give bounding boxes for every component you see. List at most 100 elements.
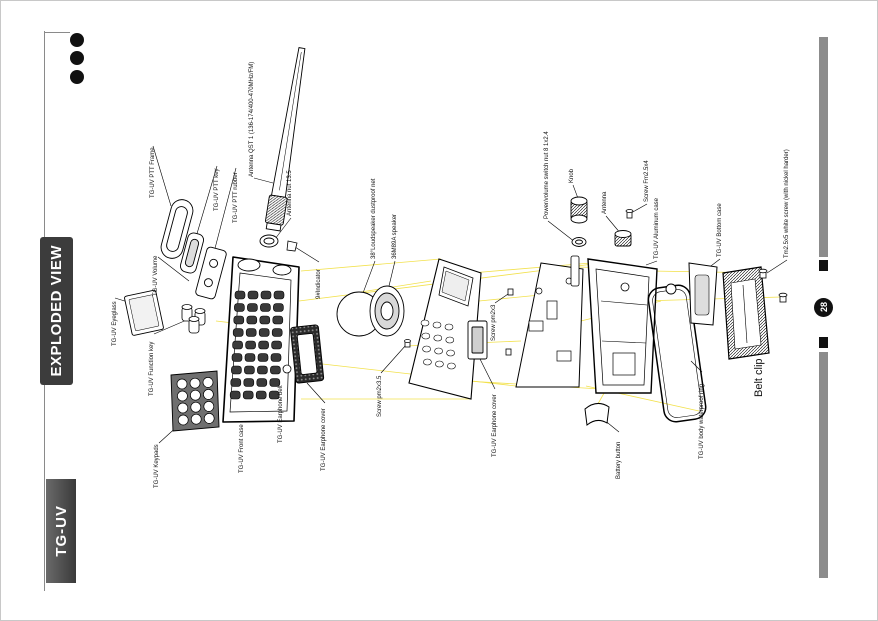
label-function-key: TG-UV Function key [149, 341, 155, 396]
keypad-button [203, 389, 214, 400]
aluminum-case [587, 258, 658, 394]
ptt-frame [160, 199, 194, 259]
keypad-buttons [176, 377, 215, 426]
label-dustproof-net: 38°Loudspeaker dustproof net [371, 178, 377, 259]
header-dot-icon [70, 70, 84, 84]
front-case [222, 256, 300, 423]
battery-button [584, 403, 610, 426]
function-keys [181, 304, 206, 334]
board-button [434, 347, 443, 355]
label-screw-pm2x3-5: Screw pm2x3.5 [377, 375, 383, 417]
front-case-key [234, 290, 246, 300]
front-case-key [268, 390, 280, 400]
keypad-button [177, 414, 189, 426]
keypad-button [203, 401, 215, 412]
front-case-key [234, 303, 245, 312]
front-case-key [257, 365, 268, 375]
front-case-key [258, 328, 270, 337]
front-case-key [245, 340, 256, 350]
board-button [446, 349, 455, 357]
speaker [369, 285, 405, 337]
label-waterproof-ring: TG-UV body waterproof ring [699, 383, 705, 459]
label-bottom-case: TG-UV Bottom case [717, 203, 723, 257]
keypad-button [177, 390, 188, 402]
screw-pm2x3 [505, 288, 514, 356]
front-case-key [270, 365, 281, 375]
front-case-key [242, 390, 254, 400]
front-case-key [272, 315, 284, 325]
label-battery-button: Battery button [616, 441, 622, 479]
antenna-nut [259, 234, 279, 248]
label-eyeglass: TG-UV Eyeglass [112, 301, 118, 346]
label-keypads: TG-UV Keypads [154, 444, 160, 488]
front-case-key [255, 390, 267, 400]
keypads [170, 370, 220, 432]
white-screw [758, 268, 788, 303]
board-button [433, 334, 443, 342]
front-case-key [258, 340, 269, 350]
front-case-key [247, 290, 259, 300]
front-case-key [232, 340, 243, 350]
keypad-button [176, 378, 188, 390]
front-case-key [271, 328, 283, 337]
bottom-case [688, 262, 718, 326]
label-earphone-cover-left: TG-UV Earphone cover [321, 408, 327, 471]
ptt-rubber [195, 246, 227, 300]
label-ptt-key: TG-UV PTT key [214, 168, 220, 211]
front-case-key [245, 328, 257, 337]
model-tab: TG-UV [46, 479, 76, 583]
earphone-belt [282, 364, 292, 374]
screw-pm2x3-5 [404, 339, 411, 348]
antenna-socket [570, 255, 580, 287]
front-case-key [260, 303, 271, 312]
chassis-board [515, 255, 584, 388]
display-board [408, 258, 482, 400]
switch-nut [571, 237, 587, 247]
front-case-key [244, 365, 255, 375]
front-case-key [260, 290, 272, 300]
front-case-keys [229, 290, 285, 400]
front-case-key [256, 378, 268, 387]
earphone-cover-mid [467, 320, 488, 360]
indicator [286, 240, 298, 252]
board-button [432, 321, 442, 329]
ring-grommet [665, 283, 677, 295]
screw-fm2-5x4 [625, 209, 634, 219]
board-button [445, 336, 455, 344]
keypad-button [203, 413, 215, 424]
label-knob: Knob [569, 168, 575, 183]
front-case-key [244, 353, 256, 362]
knob [570, 196, 588, 224]
label-earphone-cover-mid: TG-UV Earphone cover [492, 394, 498, 457]
label-switch-nut: Power/volume switch nut 8 1x2.4 [544, 131, 550, 219]
header-dot-icon [70, 33, 84, 47]
keypad-button [189, 377, 201, 389]
page-margin-line-top [44, 32, 70, 33]
front-case-key [230, 378, 242, 387]
keypad-button [190, 401, 202, 413]
front-case-key [270, 353, 282, 362]
antenna-qst [265, 47, 306, 232]
front-case-key [273, 290, 285, 300]
board-button [420, 319, 430, 327]
board-button [423, 358, 432, 366]
label-screw-fm: Screw Fm2.5x4 [644, 160, 650, 202]
page-number-badge: 28 [814, 298, 833, 317]
front-case-key [259, 315, 271, 325]
front-case-key [246, 315, 258, 325]
header-dot-icon [70, 51, 84, 65]
front-case-key [229, 390, 241, 400]
side-marker-square [819, 260, 828, 271]
label-white-screw: Tm2.5x5 white screw (with nickel harder) [784, 149, 790, 258]
front-case-key [232, 328, 244, 337]
side-bar-upper [819, 37, 828, 257]
label-antenna-qst: Antenna QST 1 (136-174/400-470MHz/FM) [249, 61, 255, 177]
label-antenna-nut: Antenna nut 13.5 [287, 170, 293, 216]
board-button [447, 362, 456, 370]
front-case-key [269, 378, 281, 387]
front-case-key [233, 315, 245, 325]
side-marker-square [819, 337, 828, 348]
front-case-key [243, 378, 255, 387]
